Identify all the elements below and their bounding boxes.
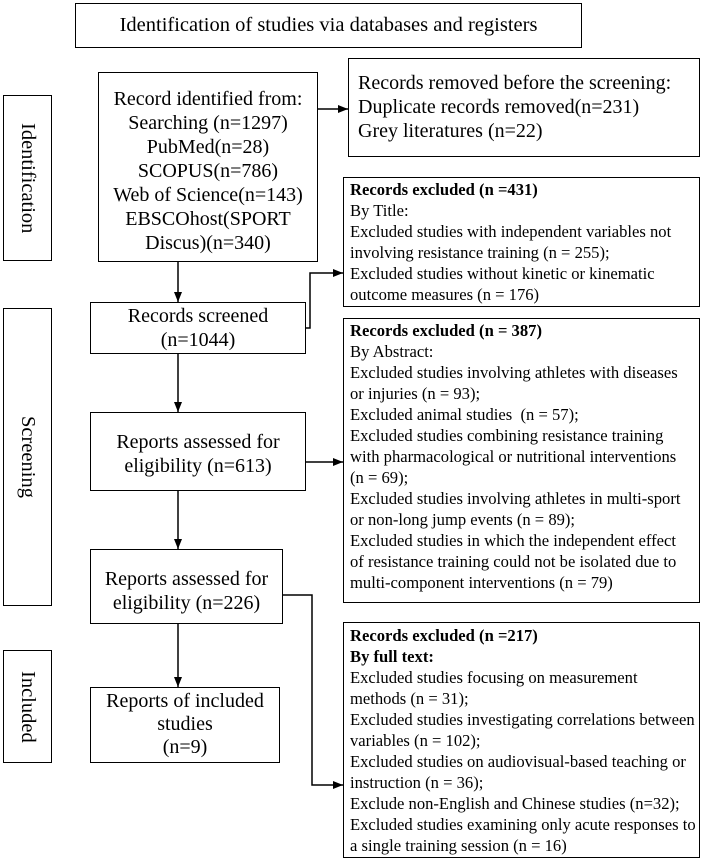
reason-line: (n = 69); bbox=[350, 468, 409, 487]
source-line: SCOPUS(n=786) bbox=[137, 160, 279, 182]
records-identified-box: Record identified from: Searching (n=129… bbox=[98, 72, 318, 262]
grey-literature-line: Grey literatures (n=22) bbox=[358, 120, 543, 142]
source-line: Discus)(n=340) bbox=[145, 232, 271, 254]
excluded-heading: Records excluded (n =431) bbox=[350, 180, 538, 199]
reports-included-box: Reports of included studies (n=9) bbox=[90, 687, 280, 763]
reason-line: a single training session (n = 16) bbox=[350, 836, 567, 855]
title-box: Identification of studies via databases … bbox=[75, 3, 582, 48]
reason-line: Exclude non-English and Chinese studies … bbox=[350, 794, 680, 813]
reason-line: Excluded animal studies (n = 57); bbox=[350, 405, 579, 424]
exclusion-reason: Excluded animal studies (n = 57); bbox=[350, 404, 699, 425]
records-removed-heading: Records removed before the screening: bbox=[358, 72, 672, 94]
reports-assessed-label: Reports assessed for bbox=[116, 431, 280, 453]
records-removed-box: Records removed before the screening: Du… bbox=[348, 58, 700, 157]
reason-line: instruction (n = 36); bbox=[350, 773, 484, 792]
exclusion-stage: By Abstract: bbox=[350, 342, 434, 361]
reports-included-label: Reports of included bbox=[106, 690, 264, 712]
exclusion-reason: Exclude non-English and Chinese studies … bbox=[350, 793, 699, 814]
arrow-assessed-to-excluded-full-text bbox=[283, 594, 343, 789]
records-identified-heading: Record identified from: bbox=[113, 88, 303, 110]
reason-line: variables (n = 102); bbox=[350, 731, 481, 750]
exclusion-stage: By full text: bbox=[350, 647, 434, 666]
excluded-heading: Records excluded (n = 387) bbox=[350, 321, 542, 340]
exclusion-reason: Excluded studies in which the independen… bbox=[350, 530, 699, 593]
source-line: Searching (n=1297) bbox=[128, 112, 288, 134]
records-screened-count: (n=1044) bbox=[160, 329, 236, 351]
exclusion-reason: Excluded studies on audiovisual-based te… bbox=[350, 751, 699, 793]
reports-assessed-label: Reports assessed for bbox=[104, 568, 269, 590]
exclusion-reason: Excluded studies involving athletes with… bbox=[350, 362, 699, 404]
phase-identification-box: Identification bbox=[3, 95, 52, 261]
reason-line: Excluded studies involving athletes with… bbox=[350, 363, 678, 382]
exclusion-reason: Excluded studies with independent variab… bbox=[350, 221, 699, 263]
exclusion-reason: Excluded studies without kinetic or kine… bbox=[350, 263, 699, 305]
reason-line: methods (n = 31); bbox=[350, 689, 469, 708]
phase-label-identification: Identification bbox=[17, 122, 39, 234]
reason-line: or non-long jump events (n = 89); bbox=[350, 510, 576, 529]
reports-included-label: studies bbox=[157, 713, 213, 735]
reason-line: Excluded studies investigating correlati… bbox=[350, 710, 695, 729]
reason-line: Excluded studies focusing on measurement bbox=[350, 668, 638, 687]
reason-line: outcome measures (n = 176) bbox=[350, 285, 540, 304]
phase-label-included: Included bbox=[17, 670, 39, 743]
reason-line: or injuries (n = 93); bbox=[350, 384, 481, 403]
excluded-heading: Records excluded (n =217) bbox=[350, 626, 538, 645]
duplicates-removed-line: Duplicate records removed(n=231) bbox=[358, 96, 640, 118]
reason-line: of resistance training could not be isol… bbox=[350, 552, 677, 571]
phase-screening-box: Screening bbox=[3, 308, 52, 606]
source-line: Web of Science(n=143) bbox=[113, 184, 303, 206]
records-screened-box: Records screened (n=1044) bbox=[90, 302, 306, 354]
reports-assessed-box: Reports assessed for eligibility (n=226) bbox=[90, 549, 283, 624]
reason-line: involving resistance training (n = 255); bbox=[350, 243, 610, 262]
source-line: PubMed(n=28) bbox=[146, 136, 270, 158]
arrow-screened-to-excluded-title bbox=[306, 269, 343, 329]
reason-line: Excluded studies on audiovisual-based te… bbox=[350, 752, 686, 771]
excluded-by-title-box: Records excluded (n =431) By Title: Excl… bbox=[343, 177, 700, 307]
records-screened-label: Records screened bbox=[127, 305, 269, 327]
excluded-by-abstract-box: Records excluded (n = 387) By Abstract: … bbox=[343, 318, 700, 603]
reports-included-count: (n=9) bbox=[162, 736, 208, 758]
exclusion-reason: Excluded studies combining resistance tr… bbox=[350, 425, 699, 488]
reason-line: Excluded studies combining resistance tr… bbox=[350, 426, 664, 445]
diagram-title: Identification of studies via databases … bbox=[119, 14, 538, 36]
reason-line: Excluded studies with independent variab… bbox=[350, 222, 672, 241]
reason-line: Excluded studies in which the independen… bbox=[350, 531, 676, 550]
reason-line: multi-component interventions (n = 79) bbox=[350, 573, 613, 592]
reason-line: with pharmacological or nutritional inte… bbox=[350, 447, 677, 466]
reason-line: Excluded studies involving athletes in m… bbox=[350, 489, 681, 508]
exclusion-reason: Excluded studies investigating correlati… bbox=[350, 709, 699, 751]
reports-assessed-box: Reports assessed for eligibility (n=613) bbox=[90, 412, 306, 491]
phase-included-box: Included bbox=[3, 650, 52, 763]
exclusion-reason: Excluded studies focusing on measurement… bbox=[350, 667, 699, 709]
exclusion-reason: Excluded studies involving athletes in m… bbox=[350, 488, 699, 530]
source-line: EBSCOhost(SPORT bbox=[125, 208, 291, 230]
reports-assessed-count: eligibility (n=613) bbox=[124, 455, 272, 477]
reason-line: Excluded studies without kinetic or kine… bbox=[350, 264, 655, 283]
phase-label-screening: Screening bbox=[17, 416, 39, 498]
exclusion-stage: By Title: bbox=[350, 201, 409, 220]
reason-line: Excluded studies examining only acute re… bbox=[350, 815, 696, 834]
exclusion-reason: Excluded studies examining only acute re… bbox=[350, 814, 699, 856]
excluded-by-full-text-box: Records excluded (n =217) By full text: … bbox=[343, 622, 700, 858]
reports-assessed-count: eligibility (n=226) bbox=[112, 592, 261, 614]
